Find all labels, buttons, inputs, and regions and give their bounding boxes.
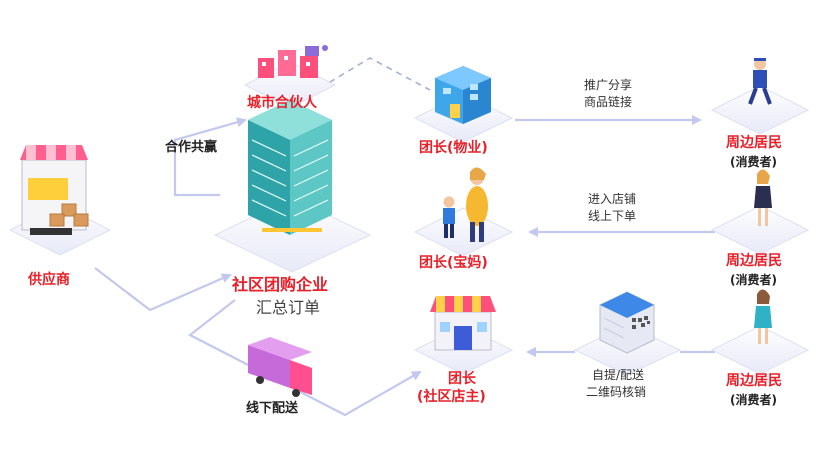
resident-person-1-icon: [748, 58, 772, 105]
property-building-icon: [435, 66, 491, 124]
platform-resident-3: [710, 325, 810, 375]
edge-enter-line1: 进入店铺: [588, 192, 637, 206]
enterprise-building-icon: [248, 100, 332, 235]
arrow-offline-delivery: [187, 299, 422, 417]
city-partner-label: 城市合伙人: [247, 95, 317, 111]
resident-3-subtitle: (消费者): [730, 393, 777, 407]
pickup-locker-qr-icon: [599, 291, 655, 354]
resident-1-title: 周边居民: [726, 135, 782, 151]
resident-2-subtitle: (消费者): [730, 273, 777, 287]
delivery-truck-icon: [248, 337, 312, 397]
mom-and-child-icon: [443, 167, 488, 242]
leader-store-label-line1: 团长: [448, 371, 476, 387]
edge-enter-line2: 线上下单: [588, 209, 637, 223]
resident-2-title: 周边居民: [726, 253, 782, 269]
edge-pickup-line2: 二维码核销: [586, 385, 647, 399]
supplier-stall-icon: [20, 145, 89, 235]
summary-orders-label: 汇总订单: [256, 298, 321, 317]
dashed-partner-to-property: [319, 57, 431, 91]
arrow-to-city-partner: [173, 117, 247, 170]
offline-delivery-label: 线下配送: [246, 401, 299, 416]
leader-store-label-line2: (社区店主): [417, 389, 486, 405]
edge-share-line2: 商品链接: [584, 95, 633, 109]
resident-person-3-icon: [754, 289, 772, 344]
platform-mom: [413, 207, 514, 257]
platform-resident-1: [710, 85, 810, 135]
resident-3-title: 周边居民: [726, 373, 782, 389]
platform-resident-2: [710, 205, 810, 255]
edge-share-line1: 推广分享: [584, 78, 633, 92]
resident-1-subtitle: (消费者): [730, 155, 777, 169]
supplier-label: 供应商: [28, 272, 70, 288]
platforms: [8, 61, 810, 376]
community-store-icon: [430, 296, 496, 351]
leader-mom-label: 团长(宝妈): [419, 255, 488, 271]
enterprise-label: 社区团购企业: [232, 275, 329, 294]
arrow-supplier-to-enterprise: [94, 267, 232, 312]
cooperation-label: 合作共赢: [165, 140, 218, 155]
resident-person-2-icon: [754, 169, 772, 226]
city-partner-icon: [258, 45, 328, 78]
leader-property-label: 团长(物业): [419, 140, 488, 156]
arrow-cooperation: [173, 170, 220, 197]
edge-pickup-line1: 自提/配送: [592, 368, 645, 382]
